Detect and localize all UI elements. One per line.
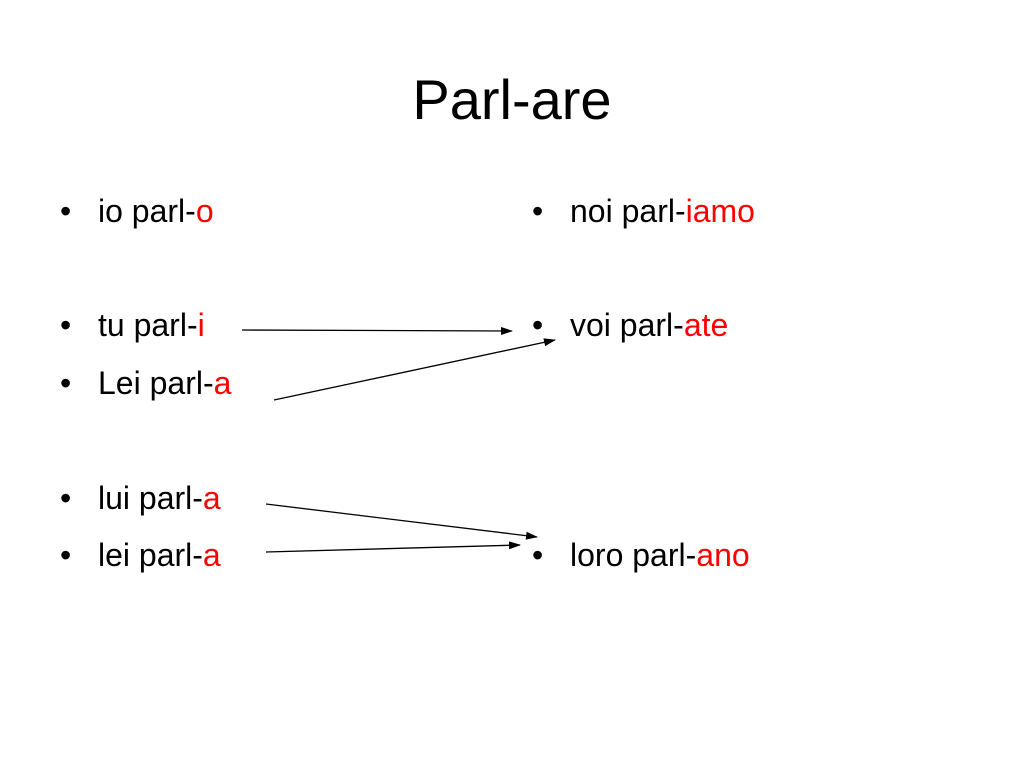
bullet-item-lei-formal: • Lei parl-a: [60, 363, 231, 403]
bullet-icon: •: [60, 307, 72, 343]
item-stem: voi parl-: [570, 307, 684, 343]
bullet-icon: •: [60, 537, 72, 573]
item-ending: a: [213, 365, 232, 401]
item-stem: io parl-: [98, 193, 196, 229]
item-ending: i: [197, 307, 205, 343]
bullet-icon: •: [60, 193, 72, 229]
bullet-item-tu: • tu parl-i: [60, 305, 205, 345]
bullet-item-noi: • noi parl-iamo: [532, 191, 755, 231]
item-stem: lui parl-: [98, 480, 203, 516]
item-ending: o: [195, 193, 214, 229]
item-ending: ate: [683, 307, 729, 343]
bullet-icon: •: [532, 193, 544, 229]
item-ending: ano: [696, 537, 750, 573]
bullet-item-lei: • lei parl-a: [60, 535, 221, 575]
arrow-tu-to-voi: [241, 326, 513, 335]
bullet-item-io: • io parl-o: [60, 191, 214, 231]
arrow-lui-to-loro: [265, 503, 538, 540]
item-stem: loro parl-: [570, 537, 697, 573]
slide-title: Parl-are: [412, 68, 612, 131]
bullet-item-lui: • lui parl-a: [60, 478, 221, 518]
item-ending: iamo: [685, 193, 755, 229]
bullet-item-voi: • voi parl-ate: [532, 305, 728, 345]
item-ending: a: [202, 537, 221, 573]
item-stem: Lei parl-: [98, 365, 214, 401]
bullet-icon: •: [60, 480, 72, 516]
bullet-icon: •: [60, 365, 72, 401]
arrow-lei-formal-to-voi: [273, 338, 556, 401]
item-stem: noi parl-: [570, 193, 686, 229]
bullet-icon: •: [532, 307, 544, 343]
item-stem: tu parl-: [98, 307, 198, 343]
bullet-icon: •: [532, 537, 544, 573]
item-ending: a: [202, 480, 221, 516]
item-stem: lei parl-: [98, 537, 203, 573]
bullet-item-loro: • loro parl-ano: [532, 535, 750, 575]
arrow-lei-to-loro: [265, 541, 521, 553]
